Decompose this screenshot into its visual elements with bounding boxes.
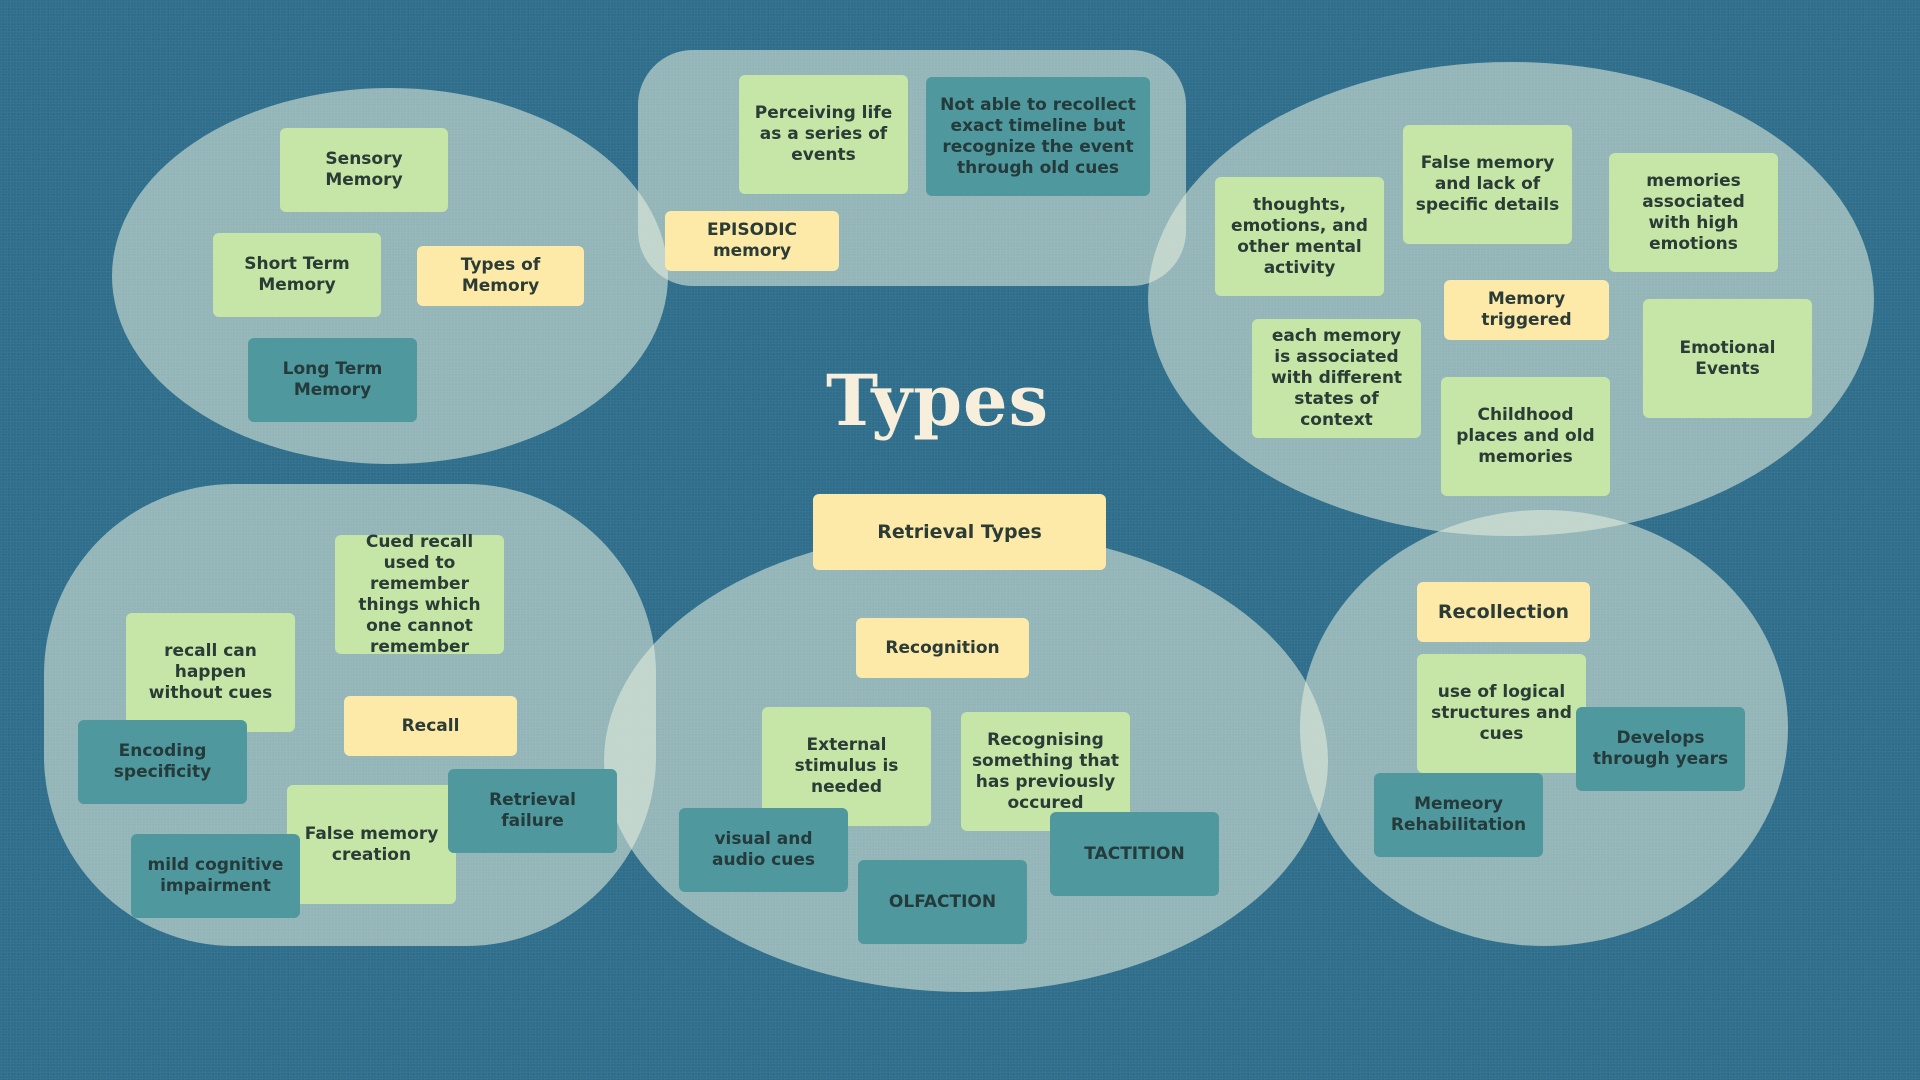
note-mild-cognitive-impairment[interactable]: mild cognitive impairment xyxy=(131,834,300,918)
note-recall-without-cues[interactable]: recall can happen without cues xyxy=(126,613,295,732)
note-childhood-places[interactable]: Childhood places and old memories xyxy=(1441,377,1610,496)
note-cued-recall[interactable]: Cued recall used to remember things whic… xyxy=(335,532,504,657)
note-recognising-something[interactable]: Recognising something that has previousl… xyxy=(961,712,1130,831)
note-thoughts-emotions[interactable]: thoughts, emotions, and other mental act… xyxy=(1215,177,1384,296)
note-short-term-memory[interactable]: Short Term Memory xyxy=(213,233,381,317)
label-recall[interactable]: Recall xyxy=(344,696,517,756)
note-perceiving-life[interactable]: Perceiving life as a series of events xyxy=(739,75,908,194)
label-types-of-memory[interactable]: Types of Memory xyxy=(417,246,584,306)
note-each-memory-context[interactable]: each memory is associated with different… xyxy=(1252,319,1421,438)
note-false-memory-creation[interactable]: False memory creation xyxy=(287,785,456,904)
note-emotional-events[interactable]: Emotional Events xyxy=(1643,299,1812,418)
label-recognition[interactable]: Recognition xyxy=(856,618,1029,678)
note-olfaction[interactable]: OLFACTION xyxy=(858,860,1027,944)
label-recollection[interactable]: Recollection xyxy=(1417,582,1590,642)
label-retrieval-types[interactable]: Retrieval Types xyxy=(813,494,1106,570)
label-episodic-memory[interactable]: EPISODIC memory xyxy=(665,211,839,271)
label-memory-triggered[interactable]: Memory triggered xyxy=(1444,280,1609,340)
note-logical-structures[interactable]: use of logical structures and cues xyxy=(1417,654,1586,773)
note-sensory-memory[interactable]: Sensory Memory xyxy=(280,128,448,212)
note-not-able-to-recollect[interactable]: Not able to recollect exact timeline but… xyxy=(926,77,1150,196)
note-develops-through-years[interactable]: Develops through years xyxy=(1576,707,1745,791)
note-external-stimulus[interactable]: External stimulus is needed xyxy=(762,707,931,826)
note-long-term-memory[interactable]: Long Term Memory xyxy=(248,338,417,422)
note-false-memory-lack-details[interactable]: False memory and lack of specific detail… xyxy=(1403,125,1572,244)
note-memeory-rehabilitation[interactable]: Memeory Rehabilitation xyxy=(1374,773,1543,857)
page-title: Types xyxy=(826,358,1049,442)
note-retrieval-failure[interactable]: Retrieval failure xyxy=(448,769,617,853)
note-encoding-specificity[interactable]: Encoding specificity xyxy=(78,720,247,804)
note-tactition[interactable]: TACTITION xyxy=(1050,812,1219,896)
note-memories-high-emotions[interactable]: memories associated with high emotions xyxy=(1609,153,1778,272)
note-visual-audio-cues[interactable]: visual and audio cues xyxy=(679,808,848,892)
